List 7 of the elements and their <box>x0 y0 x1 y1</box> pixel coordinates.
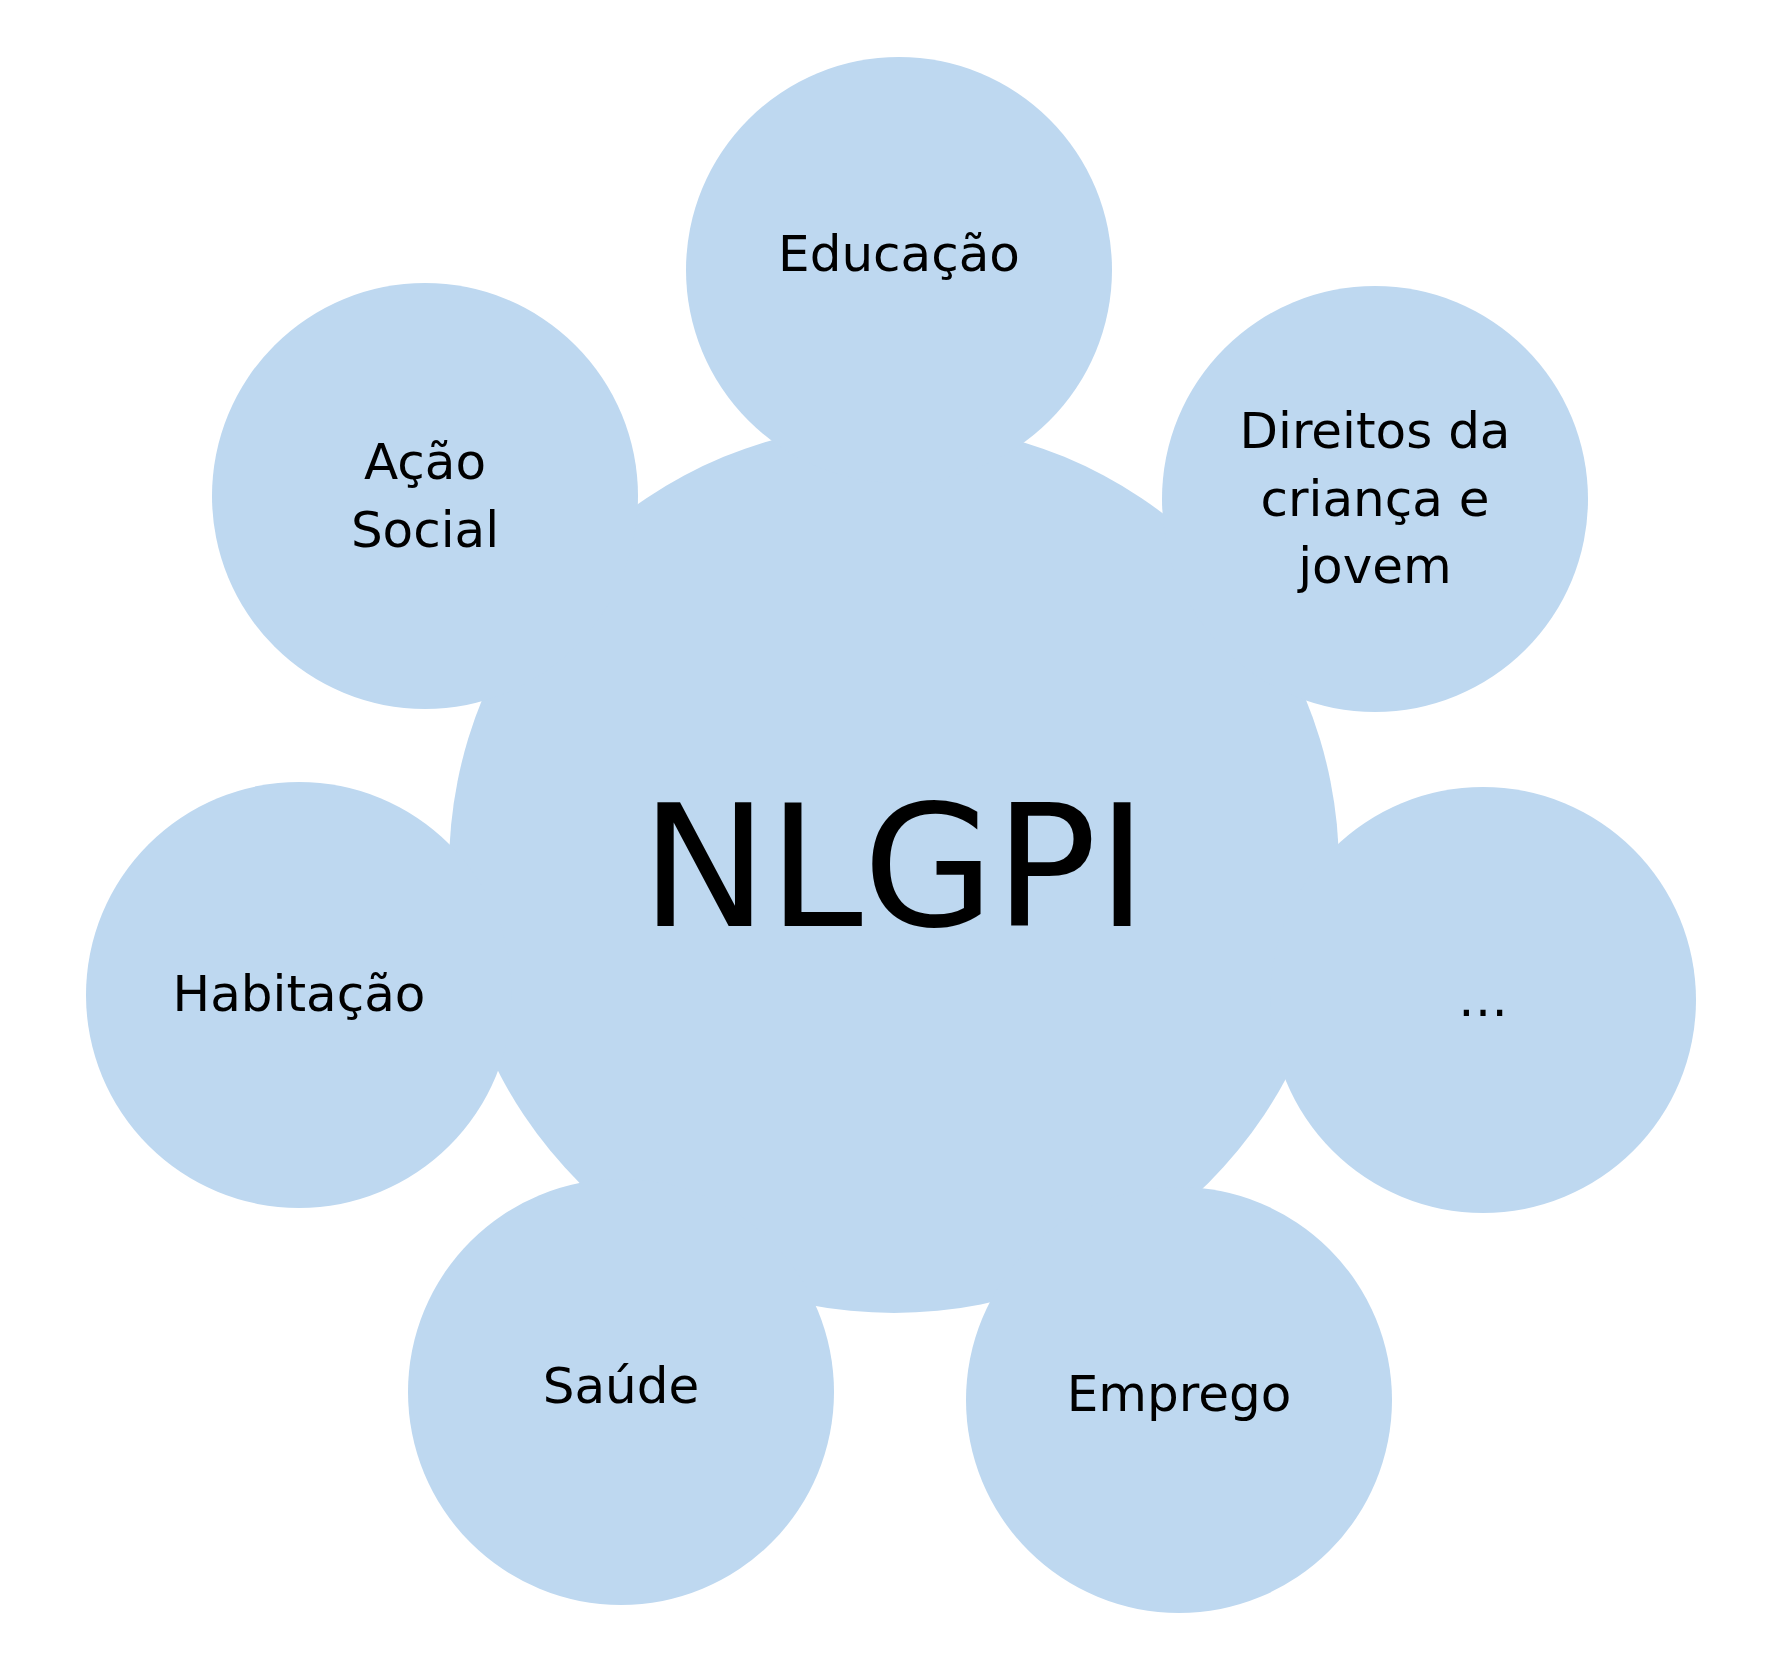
central-label: NLGPI <box>640 753 1148 983</box>
topic-label: Emprego <box>1066 1361 1292 1429</box>
topic-label: Saúde <box>542 1353 700 1421</box>
topic-label: Habitação <box>172 961 426 1029</box>
topic-label: … <box>1458 966 1508 1034</box>
topic-label: Ação Social <box>325 428 525 564</box>
topic-label: Educação <box>778 221 1020 289</box>
